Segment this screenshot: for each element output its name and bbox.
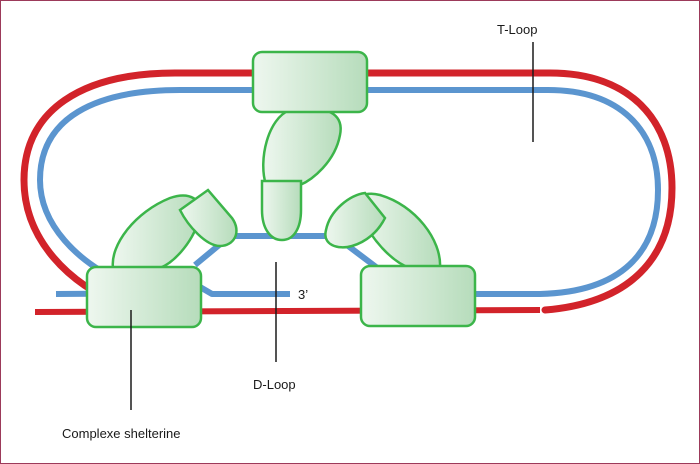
left-protein-head [178,188,238,248]
left-shelterin-complex [85,188,238,329]
left-protein-box [85,265,203,329]
top-protein-foot [260,179,303,242]
right-protein-head [324,191,387,249]
three-prime-label: 3’ [298,287,308,302]
top-protein-box [251,50,369,114]
top-protein-arm [262,107,342,187]
t-loop-label: T-Loop [497,22,537,37]
t-loop-blue-strand [36,87,662,297]
right-shelterin-complex [324,191,477,328]
top-shelterin-complex [251,50,369,242]
right-protein-box [359,264,477,328]
d-loop-label: D-Loop [253,377,296,392]
left-protein-arm [111,194,202,270]
d-loop-lower-strand [198,284,290,297]
shelterin-label: Complexe shelterine [62,426,181,441]
